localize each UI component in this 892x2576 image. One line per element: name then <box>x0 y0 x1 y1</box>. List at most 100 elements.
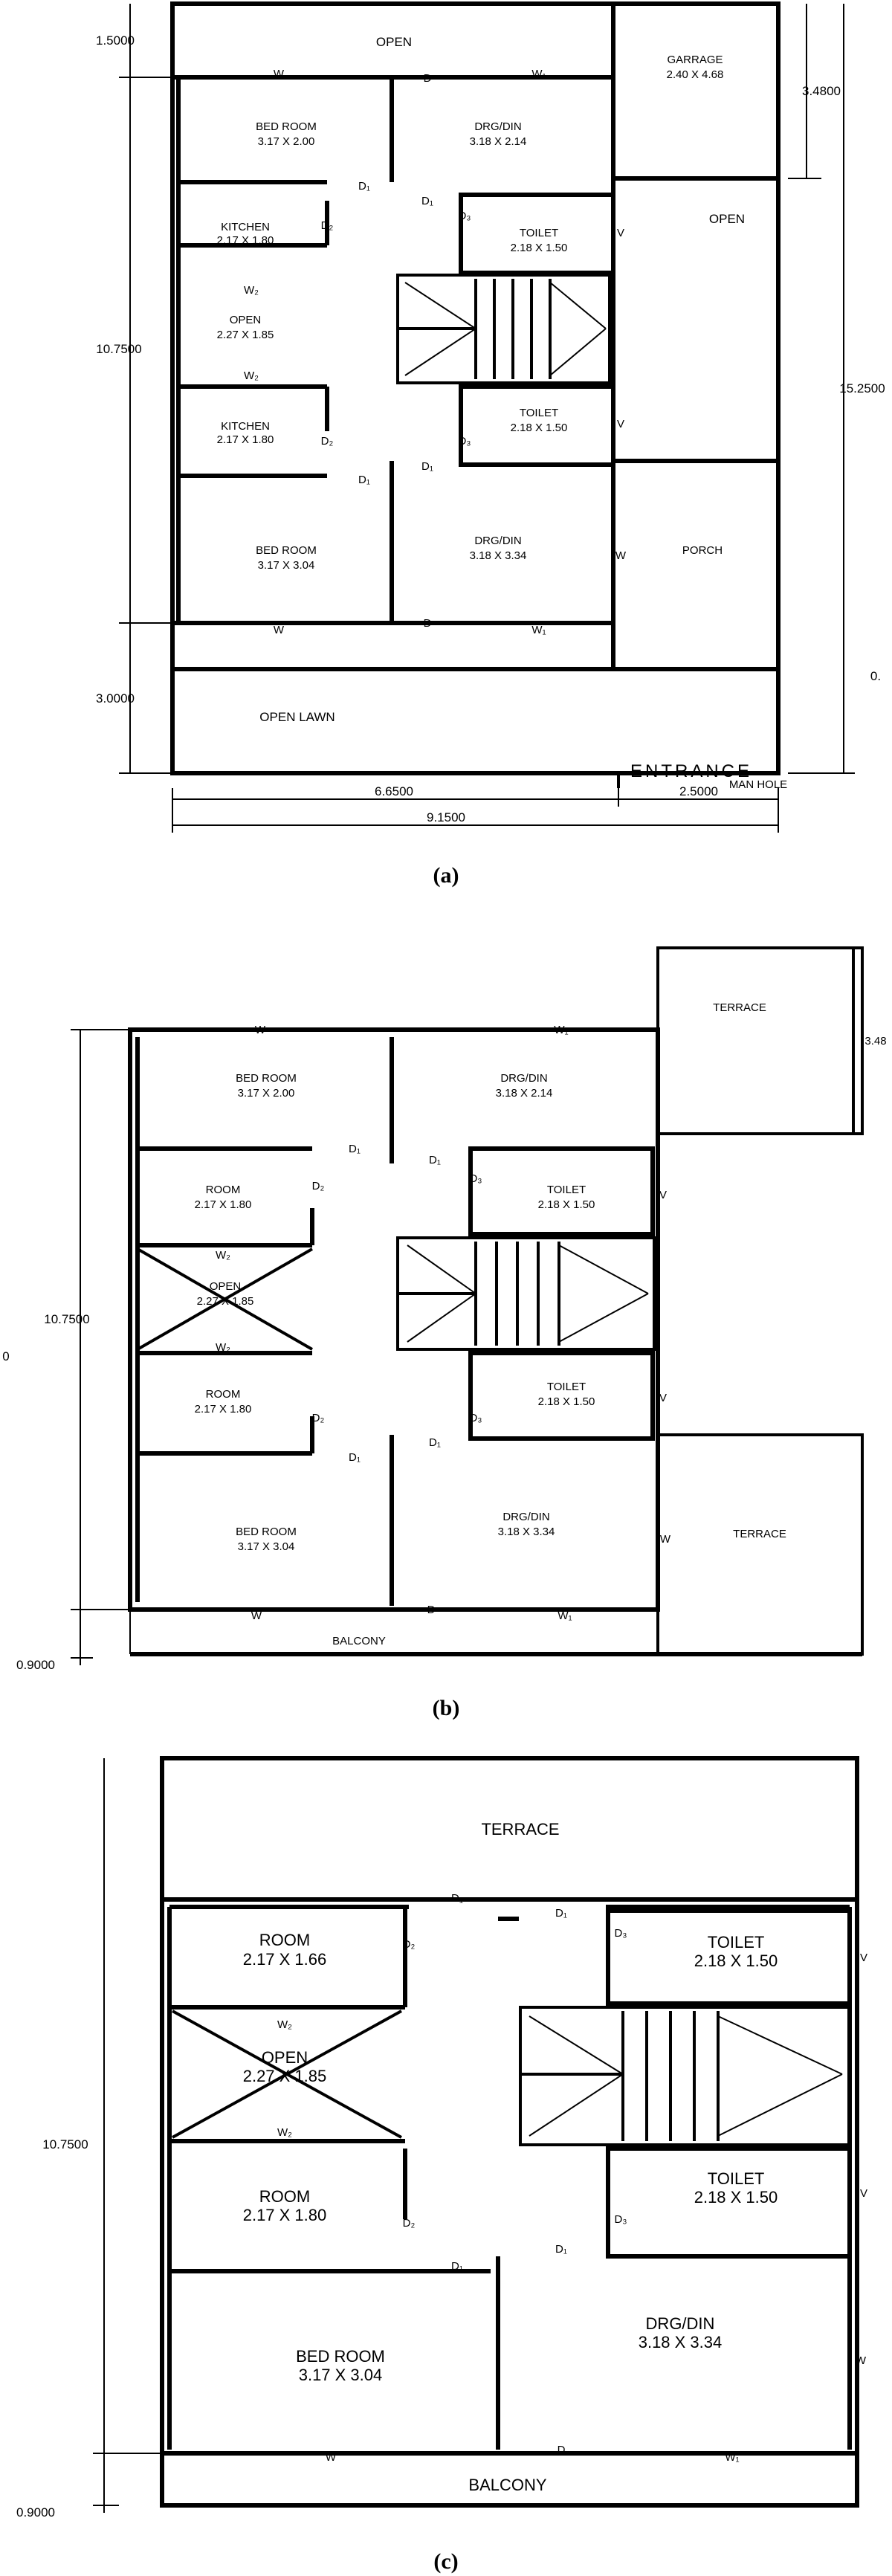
plan-a-left-dimensions <box>119 4 178 774</box>
plan-b-door-d3-b: D₃ <box>470 1412 482 1424</box>
plan-c-terrace-label: TERRACE <box>481 1820 559 1839</box>
plan-b-room2-dim: 2.17 X 1.80 <box>195 1403 252 1415</box>
plan-a-window-w-bottom: W <box>274 624 285 636</box>
plan-b-door-d3-a: D₃ <box>470 1172 482 1185</box>
plan-c-open-dim: 2.27 X 1.85 <box>243 2067 327 2085</box>
plan-b-window-w-terrace: W <box>660 1533 671 1546</box>
plan-a-door-d1-b: D₁ <box>421 195 433 207</box>
plan-a-dim-right-cut: 0. <box>870 669 881 683</box>
plan-a-open-top-label: OPEN <box>376 35 412 49</box>
plan-a: OPEN BED ROOM 3.17 X 2.00 DRG/DIN 3.18 X… <box>96 1 885 888</box>
plan-a-drg2-dim: 3.18 X 3.34 <box>470 549 527 562</box>
plan-c-drg-dim: 3.18 X 3.34 <box>639 2333 723 2351</box>
plan-a-bottom-dimensions <box>172 788 779 833</box>
plan-a-window-w1-bottom: W₁ <box>531 624 546 636</box>
plan-c-bed-dim: 3.17 X 3.04 <box>299 2366 383 2384</box>
plan-c-vent-v-b: V <box>860 2187 867 2200</box>
plan-c-caption: (c) <box>433 2549 458 2574</box>
plan-c-toilet2-dim: 2.18 X 1.50 <box>694 2188 778 2207</box>
plan-c-door-mark <box>498 1917 519 1921</box>
plan-a-dim-middle: 10.7500 <box>96 342 141 356</box>
plan-b-room1-label: ROOM <box>206 1184 241 1196</box>
plan-b-window-w1-bottom: W₁ <box>558 1610 572 1622</box>
plan-c-dim-balcony: 0.9000 <box>16 2505 55 2519</box>
plan-a-toilet1-walls <box>459 193 615 275</box>
plan-b-terrace-top <box>656 946 864 1135</box>
plan-b-drg1-label: DRG/DIN <box>500 1072 547 1085</box>
plan-b-drg2-label: DRG/DIN <box>502 1511 549 1523</box>
plan-b-door-d2-a: D₂ <box>312 1180 325 1192</box>
plan-b-window-w2-a: W₂ <box>216 1249 230 1262</box>
plan-a-door-d2-a: D₂ <box>321 219 334 232</box>
plan-a-toilet1-dim: 2.18 X 1.50 <box>511 242 568 254</box>
plan-b-vent-v-a: V <box>659 1189 667 1201</box>
plan-c-toilet1-walls <box>606 1908 852 2006</box>
plan-a-manhole-label: MAN HOLE <box>729 778 787 791</box>
plan-b-door-d1-c: D₁ <box>349 1451 361 1464</box>
plan-a-toilet2-walls <box>459 384 615 467</box>
plan-a-right-dimensions <box>788 4 855 774</box>
plan-b-toilet1-label: TOILET <box>547 1184 586 1196</box>
plan-a-toilet2-dim: 2.18 X 1.50 <box>511 422 568 434</box>
plan-a-open-mid-dim: 2.27 X 1.85 <box>217 329 274 341</box>
plan-b-door-d1-b: D₁ <box>429 1154 441 1166</box>
plan-c-room2-label: ROOM <box>259 2187 310 2206</box>
plan-a-kitchen1-dim: 2.17 X 1.80 <box>217 234 274 247</box>
plan-b-terrace-bottom <box>656 1433 864 1656</box>
plan-a-bed2-dim: 3.17 X 3.04 <box>258 559 315 572</box>
plan-a-window-w-top: W <box>274 68 285 80</box>
plan-c-room1-dim: 2.17 X 1.66 <box>243 1950 327 1969</box>
plan-c-toilet1-dim: 2.18 X 1.50 <box>694 1952 778 1970</box>
plan-b-door-d1-a: D₁ <box>349 1143 361 1155</box>
plan-b-toilet2-dim: 2.18 X 1.50 <box>538 1395 595 1408</box>
plan-a-door-d-top: D <box>424 72 432 85</box>
plan-a-staircase <box>396 274 611 384</box>
plan-a-dim-garrage: 3.4800 <box>802 84 841 98</box>
plan-a-bed1-label: BED ROOM <box>256 120 317 133</box>
plan-a-entrance-label: ENTRANCE <box>630 761 752 781</box>
plan-a-porch-label: PORCH <box>682 544 723 557</box>
plan-c-door-d1-d: D₁ <box>555 2243 567 2256</box>
plan-b-balcony-label: BALCONY <box>332 1635 386 1647</box>
plan-a-kitchen2-label: KITCHEN <box>221 420 270 433</box>
plan-c-drg-label: DRG/DIN <box>646 2314 715 2333</box>
plan-c-toilet2-label: TOILET <box>708 2169 765 2188</box>
plan-c-vent-v-a: V <box>860 1952 867 1964</box>
plan-a-door-d3-b: D₃ <box>459 435 471 448</box>
plan-a-window-w-porch: W <box>615 549 627 562</box>
plan-c-window-w2-a: W₂ <box>277 2018 292 2031</box>
plan-b-bed1-label: BED ROOM <box>236 1072 297 1085</box>
plan-a-dim-bottom: 3.0000 <box>96 691 135 706</box>
plan-a-lawn-label: OPEN LAWN <box>259 710 334 724</box>
plan-c-toilet1-label: TOILET <box>708 1933 765 1952</box>
plan-b-dim-left-cut: 0 <box>2 1349 9 1363</box>
plan-a-door-d1-a: D₁ <box>358 180 370 193</box>
plan-a-vent-v-b: V <box>617 418 624 430</box>
plan-a-drg1-label: DRG/DIN <box>474 120 521 133</box>
plan-a-dim-width-total: 9.1500 <box>427 810 465 824</box>
plan-b-door-d1-d: D₁ <box>429 1436 441 1449</box>
plan-b-dim-balcony: 0.9000 <box>16 1658 55 1672</box>
plan-c-door-d3-a: D₃ <box>615 1927 627 1940</box>
plan-a-bed1-dim: 3.17 X 2.00 <box>258 135 315 148</box>
plan-a-window-w2-b: W₂ <box>244 369 259 382</box>
plan-a-drg1-dim: 3.18 X 2.14 <box>470 135 527 148</box>
plan-a-garrage-label: GARRAGE <box>667 54 723 66</box>
plan-b-drg2-dim: 3.18 X 3.34 <box>498 1526 555 1538</box>
plan-a-dim-total-height: 15.2500 <box>839 381 885 396</box>
plan-a-kitchen1-label: KITCHEN <box>221 221 270 233</box>
plan-c-window-w-right: W <box>856 2354 867 2367</box>
plan-c-door-d1-a: D₁ <box>451 1892 463 1905</box>
plan-b-window-w-top: W <box>255 1024 266 1036</box>
plan-a-drg2-label: DRG/DIN <box>474 535 521 547</box>
plan-a-door-d3-a: D₃ <box>459 210 471 222</box>
plan-c-open-label: OPEN <box>262 2048 308 2067</box>
plan-b: TERRACE 3.48 BED ROOM 3.17 X 2.00 DRG/DI… <box>2 946 887 1720</box>
plan-a-door-d2-b: D₂ <box>321 435 334 448</box>
plan-c-open-void <box>172 2010 402 2139</box>
plan-b-toilet2-label: TOILET <box>547 1381 586 1393</box>
plan-b-bed2-label: BED ROOM <box>236 1526 297 1538</box>
plan-b-room1-dim: 2.17 X 1.80 <box>195 1198 252 1211</box>
plan-a-open-right-label: OPEN <box>709 212 745 226</box>
plan-c-dim-middle: 10.7500 <box>42 2137 88 2151</box>
